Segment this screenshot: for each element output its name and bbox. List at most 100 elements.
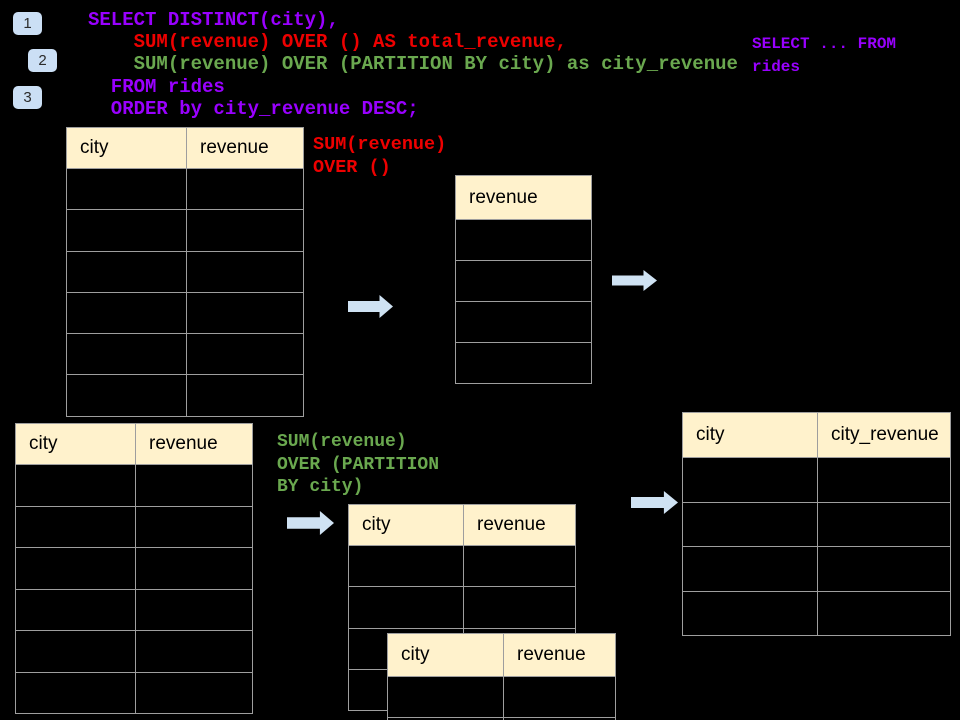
table-row bbox=[683, 547, 951, 592]
table-cell bbox=[16, 589, 136, 631]
table-row bbox=[683, 591, 951, 636]
code-line: BY city) bbox=[277, 477, 364, 497]
table-row bbox=[683, 502, 951, 547]
code-line: rides bbox=[752, 58, 801, 76]
table-row bbox=[456, 302, 592, 343]
table-row bbox=[16, 465, 253, 507]
table-cell bbox=[67, 375, 187, 417]
table-cell bbox=[464, 587, 576, 629]
table-cell bbox=[388, 718, 504, 720]
table-header-row: revenue bbox=[456, 176, 592, 220]
total-revenue-annotation: SUM(revenue)OVER () bbox=[313, 133, 446, 179]
table-cell bbox=[187, 375, 304, 417]
column-header-revenue: revenue bbox=[456, 176, 592, 220]
table-cell bbox=[456, 302, 592, 343]
table-total-revenue-result: revenue bbox=[455, 175, 592, 384]
table-row bbox=[16, 548, 253, 590]
table-cell bbox=[16, 548, 136, 590]
table-row bbox=[16, 506, 253, 548]
table-cell bbox=[504, 718, 616, 720]
table-cell bbox=[818, 547, 951, 592]
right-arrow-icon bbox=[631, 491, 678, 514]
column-header-city: city bbox=[349, 505, 464, 546]
table-cell bbox=[16, 465, 136, 507]
table-row bbox=[349, 546, 576, 588]
code-line: ORDER by city_revenue DESC; bbox=[88, 97, 419, 120]
column-header-revenue: revenue bbox=[187, 128, 304, 169]
column-header-revenue: revenue bbox=[504, 634, 616, 677]
sql-query-code: SELECT DISTINCT(city), SUM(revenue) OVER… bbox=[88, 9, 738, 120]
table-row bbox=[67, 251, 304, 293]
table-row bbox=[67, 210, 304, 252]
code-line: FROM rides bbox=[88, 75, 225, 98]
table-row bbox=[456, 261, 592, 302]
table-row bbox=[16, 672, 253, 714]
right-arrow-icon bbox=[348, 295, 393, 318]
table-cell bbox=[456, 220, 592, 261]
table-cell bbox=[456, 261, 592, 302]
table-row bbox=[67, 334, 304, 376]
table-cell bbox=[187, 251, 304, 293]
code-line: SELECT DISTINCT(city), bbox=[88, 9, 339, 31]
code-line: OVER () bbox=[313, 157, 391, 178]
code-line: OVER (PARTITION bbox=[277, 454, 440, 475]
column-header-city: city bbox=[388, 634, 504, 677]
table-row bbox=[388, 677, 616, 718]
table-cell bbox=[456, 343, 592, 384]
column-header-city: city bbox=[16, 424, 136, 465]
table-row bbox=[456, 343, 592, 384]
table-cell bbox=[187, 169, 304, 211]
table-cell bbox=[67, 251, 187, 293]
table-cell bbox=[818, 591, 951, 636]
table-cell bbox=[136, 465, 253, 507]
table-cell bbox=[504, 677, 616, 718]
table-row bbox=[16, 589, 253, 631]
table-cell bbox=[67, 169, 187, 211]
table-row bbox=[16, 631, 253, 673]
table-row bbox=[349, 587, 576, 629]
table-row bbox=[456, 220, 592, 261]
table-row bbox=[67, 169, 304, 211]
table-cell bbox=[818, 458, 951, 503]
table-cell bbox=[16, 631, 136, 673]
code-line: SUM(revenue) bbox=[313, 134, 447, 155]
table-cell bbox=[136, 506, 253, 548]
table-cell bbox=[388, 677, 504, 718]
step-badge-2: 2 bbox=[28, 49, 57, 72]
table-cell bbox=[67, 292, 187, 335]
table-cell bbox=[187, 210, 304, 252]
table-cell bbox=[683, 502, 818, 547]
table-cell bbox=[136, 589, 253, 631]
table-cell bbox=[136, 672, 253, 714]
step-badge-3: 3 bbox=[13, 86, 42, 109]
table-cell bbox=[16, 506, 136, 548]
table-cell bbox=[683, 547, 818, 592]
table-cell bbox=[136, 631, 253, 673]
code-line: SUM(revenue) OVER () AS total_revenue, bbox=[88, 31, 567, 54]
code-line: SUM(revenue) bbox=[277, 432, 407, 452]
table-cell bbox=[818, 502, 951, 547]
table-cell bbox=[464, 546, 576, 588]
column-header-revenue: revenue bbox=[464, 505, 576, 546]
table-cell bbox=[187, 334, 304, 376]
table-row bbox=[67, 292, 304, 335]
column-header-city: city bbox=[67, 128, 187, 169]
table-cell bbox=[349, 546, 464, 588]
step-badge-1: 1 bbox=[13, 12, 42, 35]
right-arrow-icon bbox=[287, 511, 334, 535]
table-cell bbox=[683, 458, 818, 503]
table-cell bbox=[136, 548, 253, 590]
table-cell bbox=[67, 210, 187, 252]
table-cell bbox=[16, 672, 136, 714]
table-row bbox=[683, 458, 951, 503]
code-line: SUM(revenue) OVER (PARTITION BY city) as… bbox=[88, 53, 738, 76]
